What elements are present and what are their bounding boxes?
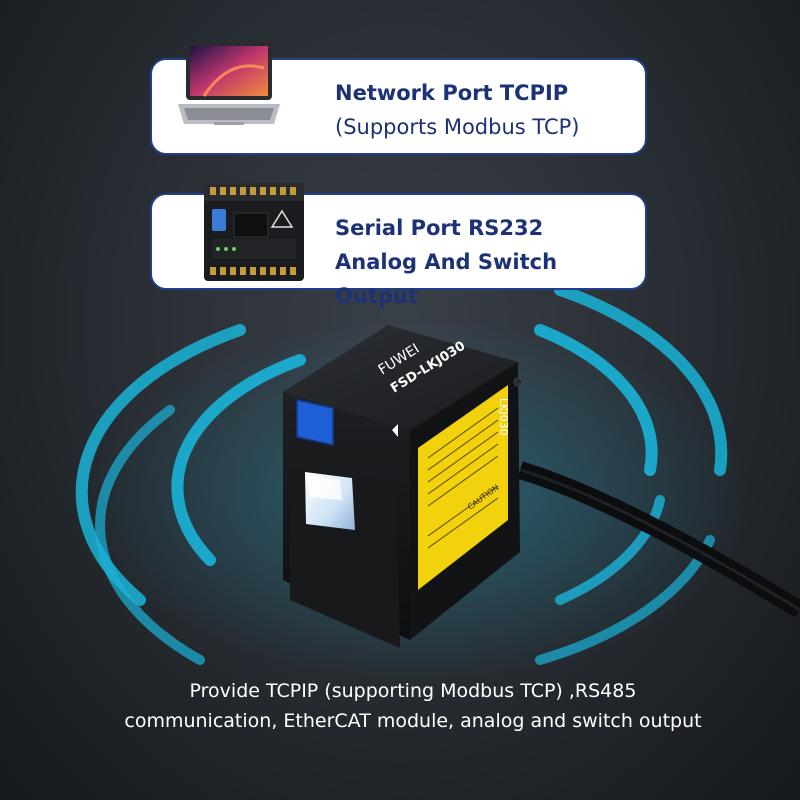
caption-line-1: Provide TCPIP (supporting Modbus TCP) ,R…	[189, 680, 637, 702]
laptop-icon	[178, 42, 280, 125]
plc-controller-icon	[204, 183, 304, 281]
card-title: Serial Port RS232	[335, 216, 544, 240]
network-port-card: Network Port TCPIP (Supports Modbus TCP)	[150, 42, 647, 155]
caption: Provide TCPIP (supporting Modbus TCP) ,R…	[0, 676, 800, 736]
card-title: Network Port TCPIP	[335, 81, 569, 105]
caption-line-2: communication, EtherCAT module, analog a…	[124, 710, 702, 732]
model-side-text: LKJ030	[497, 398, 510, 436]
indicator-triangle	[392, 424, 398, 437]
card-subtitle: (Supports Modbus TCP)	[335, 115, 580, 139]
card-subtitle: Analog And Switch Output	[335, 250, 558, 308]
emitter-window	[296, 399, 334, 446]
label-text-lines	[427, 407, 499, 549]
serial-port-card: Serial Port RS232 Analog And Switch Outp…	[150, 183, 647, 308]
